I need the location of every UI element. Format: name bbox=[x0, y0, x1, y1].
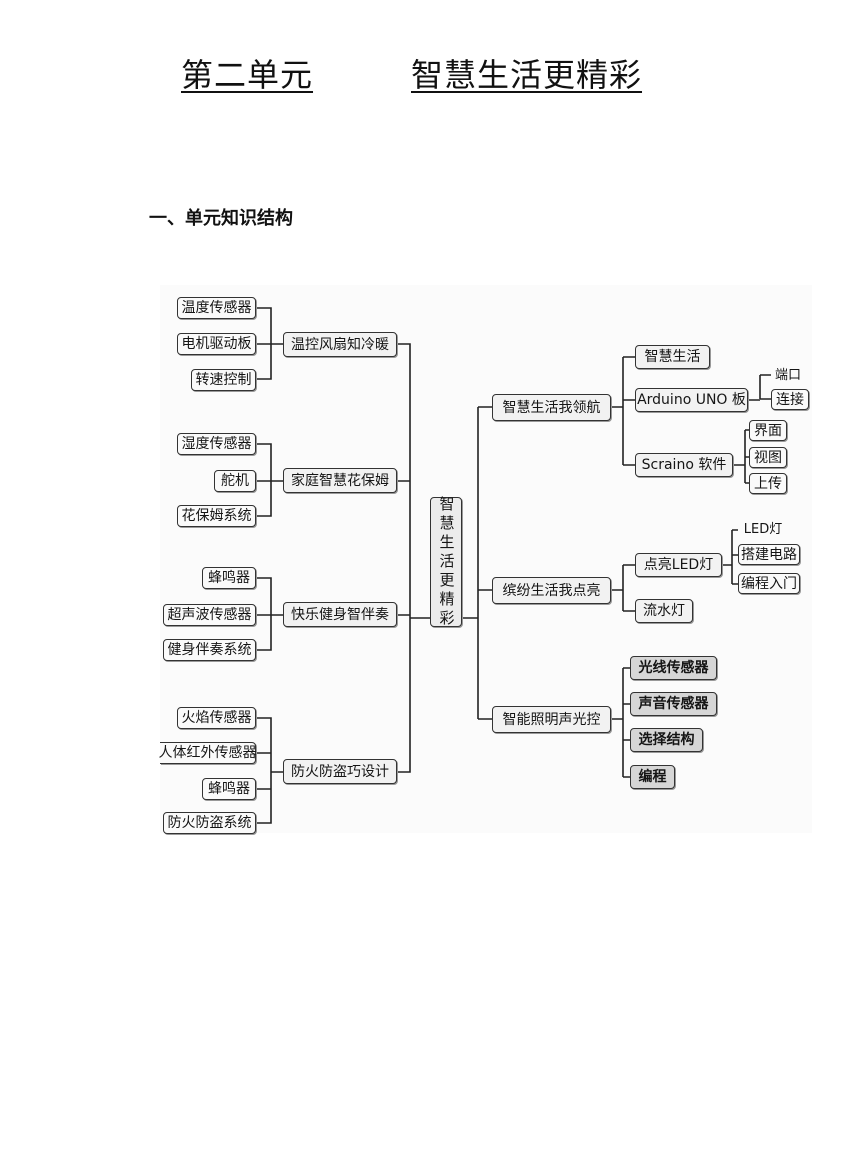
item-smart-life: 智慧生活 bbox=[635, 345, 710, 369]
branch-temperature-fan: 温控风扇知冷暖 bbox=[283, 332, 397, 357]
knowledge-structure-mindmap: 温度传感器 电机驱动板 转速控制 湿度传感器 舵机 花保姆系统 蜂鸣器 超声波传… bbox=[159, 285, 812, 834]
leaf-fitness-accompaniment-system: 健身伴奏系统 bbox=[163, 639, 256, 661]
leaf-speed-control: 转速控制 bbox=[191, 369, 256, 391]
item-arduino-uno-board: Arduino UNO 板 bbox=[635, 388, 748, 412]
item-programming: 编程 bbox=[630, 765, 675, 789]
item-sound-sensor: 声音传感器 bbox=[630, 692, 717, 716]
leaf-programming-intro: 编程入门 bbox=[738, 573, 800, 594]
leaf-motor-driver-board: 电机驱动板 bbox=[177, 333, 256, 355]
item-running-lights: 流水灯 bbox=[635, 599, 693, 623]
center-topic: 智慧生活更精彩 bbox=[430, 496, 462, 629]
unit-number: 第二单元 bbox=[181, 56, 314, 94]
branch-fitness-accompaniment: 快乐健身智伴奏 bbox=[283, 602, 397, 627]
leaf-interface: 界面 bbox=[749, 420, 787, 441]
branch-smart-light-sound-control: 智能照明声光控 bbox=[492, 706, 611, 733]
leaf-humidity-sensor: 湿度传感器 bbox=[177, 433, 256, 455]
leaf-build-circuit: 搭建电路 bbox=[738, 544, 800, 565]
item-scraino-software: Scraino 软件 bbox=[635, 453, 733, 477]
item-light-sensor: 光线传感器 bbox=[630, 656, 717, 680]
leaf-port: 端口 bbox=[774, 367, 801, 383]
leaf-temperature-sensor: 温度传感器 bbox=[177, 297, 256, 319]
branch-colorful-life-lighting: 缤纷生活我点亮 bbox=[492, 577, 611, 604]
leaf-ultrasonic-sensor: 超声波传感器 bbox=[163, 604, 256, 626]
branch-flower-nanny: 家庭智慧花保姆 bbox=[283, 468, 397, 493]
section-heading: 一、单元知识结构 bbox=[149, 208, 293, 229]
connector-lines bbox=[256, 307, 771, 824]
leaf-buzzer: 蜂鸣器 bbox=[202, 567, 256, 589]
item-light-up-led: 点亮LED灯 bbox=[635, 553, 722, 577]
unit-title: 第二单元 智慧生活更精彩 bbox=[0, 50, 860, 100]
leaf-servo: 舵机 bbox=[214, 470, 256, 492]
leaf-upload: 上传 bbox=[749, 473, 787, 494]
leaf-flame-sensor: 火焰传感器 bbox=[177, 707, 256, 729]
leaf-led-light: LED灯 bbox=[743, 522, 783, 537]
leaf-flower-nanny-system: 花保姆系统 bbox=[177, 505, 256, 527]
leaf-pir-sensor: 人体红外传感器 bbox=[159, 742, 257, 764]
unit-name: 智慧生活更精彩 bbox=[411, 56, 643, 94]
leaf-fire-theft-system: 防火防盗系统 bbox=[163, 812, 256, 834]
branch-fire-theft-design: 防火防盗巧设计 bbox=[283, 759, 397, 784]
leaf-connection: 连接 bbox=[771, 389, 809, 410]
leaf-view: 视图 bbox=[749, 447, 787, 468]
leaf-buzzer-2: 蜂鸣器 bbox=[202, 778, 256, 800]
branch-smart-life-pilot: 智慧生活我领航 bbox=[492, 394, 611, 421]
item-selection-structure: 选择结构 bbox=[630, 728, 703, 752]
